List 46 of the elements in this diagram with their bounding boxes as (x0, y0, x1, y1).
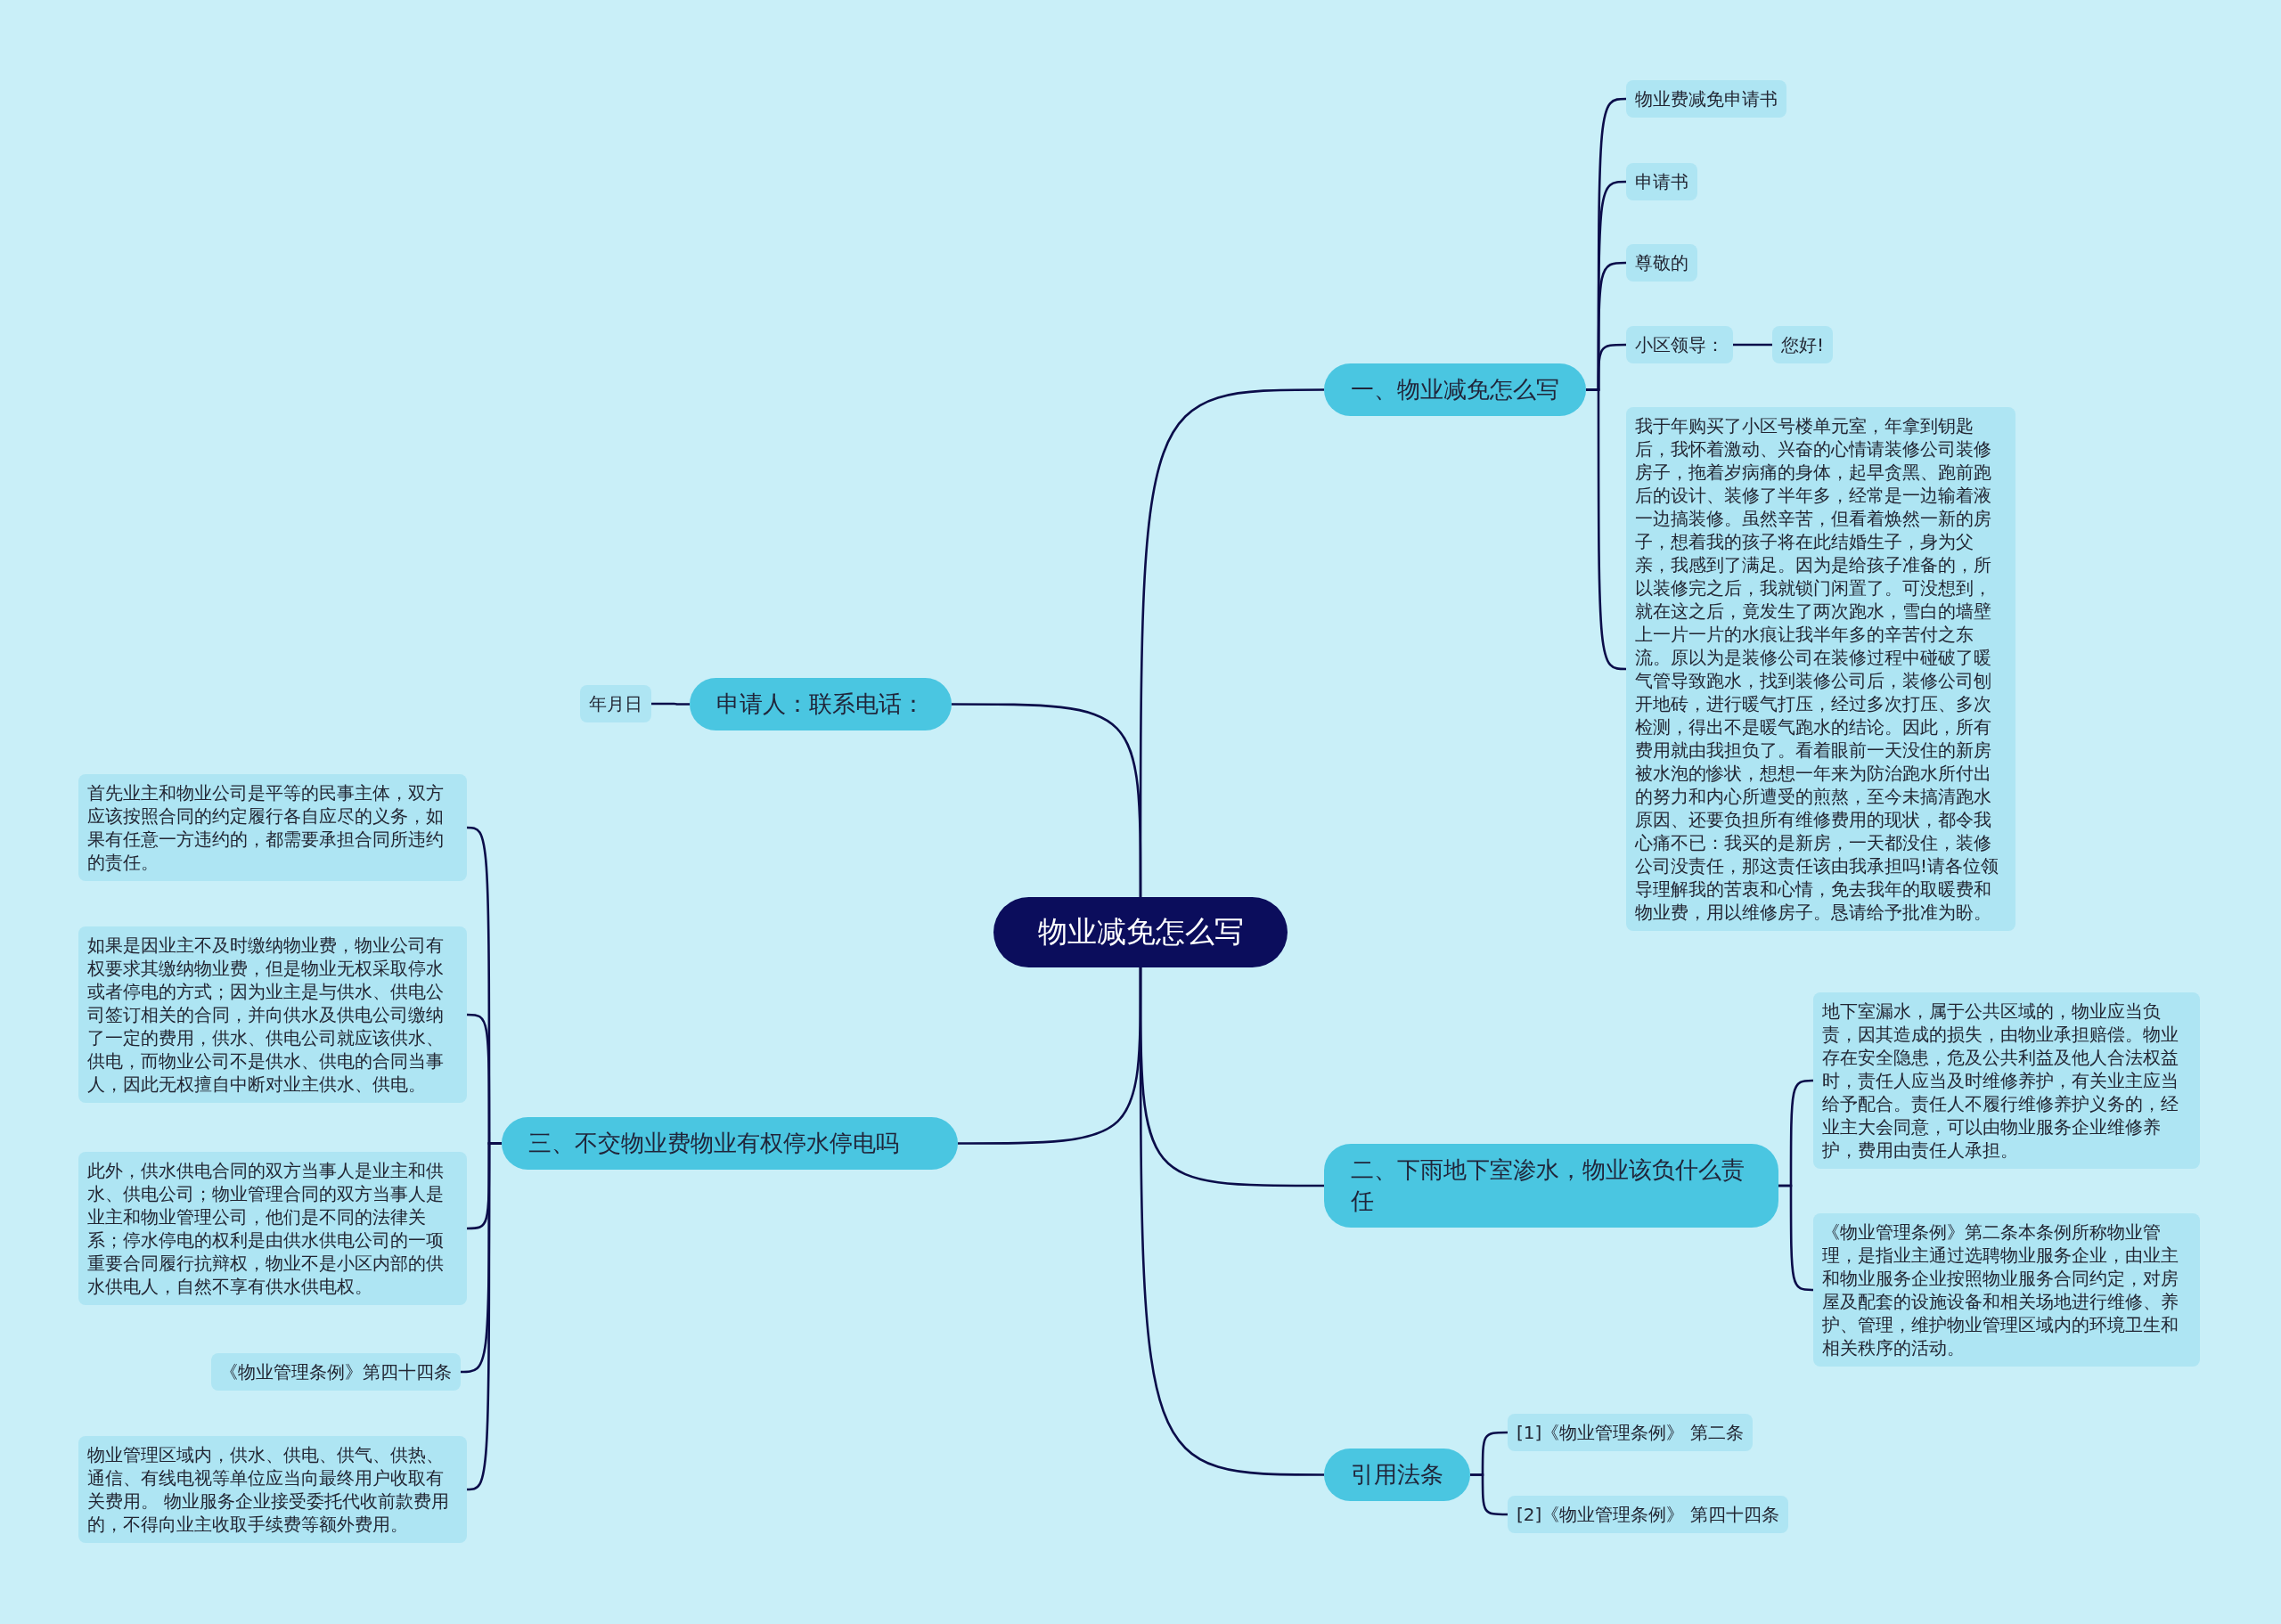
topic-text: 物业管理区域内，供水、供电、供气、供热、通信、有线电视等单位应当向最终用户收取有关费用。 物业服务企业接受委托代收前款费用的，不得向业主收取手续费等额外费用。 (87, 1443, 451, 1536)
connector-line (651, 702, 690, 706)
topic-text: 二、下雨地下室渗水，物业该负什么责任 (1351, 1155, 1745, 1217)
leaf-topic (78, 774, 467, 881)
leaf-topic (1508, 1496, 1788, 1533)
topic-text: 尊敬的 (1635, 251, 1688, 274)
leaf-topic (1626, 326, 1733, 363)
leaf-topic (78, 1152, 467, 1305)
leaf-topic (1772, 326, 1834, 363)
connector-line (1470, 1473, 1508, 1516)
topic-text: 首先业主和物业公司是平等的民事主体，双方应该按照合同的约定履行各自应尽的义务，如果有任意一方违约的，都需要承担合同所违约的责任。 (87, 781, 445, 874)
topic-text: [1]《物业管理条例》 第二条 (1517, 1421, 1744, 1444)
topic-text: 物业费减免申请书 (1635, 87, 1778, 110)
leaf-topic (1626, 80, 1786, 118)
leaf-topic (1626, 244, 1697, 282)
connector-line (1778, 1184, 1813, 1292)
topic-text: 《物业管理条例》第二条本条例所称物业管理，是指业主通过选聘物业服务企业，由业主和物业服务企业按照物业服务合同约定，对房屋及配套的设施设备和相关场地进行维修、养护、管理，维护物业管理区域内的环境卫生和相关秩序的活动。 (1822, 1220, 2179, 1359)
topic-text: 您好! (1781, 333, 1825, 356)
leaf-topic (78, 926, 467, 1103)
topic-text: 申请书 (1635, 170, 1688, 193)
connector-line (466, 1142, 502, 1491)
topic-text: [2]《物业管理条例》 第四十四条 (1517, 1503, 1779, 1526)
topic-text: 三、不交物业费物业有权停水停电吗 (528, 1129, 900, 1158)
topic-text: 《物业管理条例》第四十四条 (220, 1360, 452, 1383)
topic-text: 此外，供水供电合同的双方当事人是业主和供水、供电公司；物业管理合同的双方当事人是业主和物业管理公司，他们是不同的法律关系；停水停电的权利是由供水供电公司的一项重要合同履行抗辩权，物业不是小区内部的供水供电人，自然不享有供水供电权。 (87, 1159, 445, 1298)
connector-line (1733, 343, 1772, 347)
topic-text: 引用法条 (1351, 1460, 1443, 1489)
connector-line (1586, 388, 1627, 671)
topic-text: 小区领导： (1635, 333, 1724, 356)
leaf-topic (78, 1436, 467, 1543)
branch-topic (1324, 1144, 1778, 1228)
topic-text: 地下室漏水，属于公共区域的，物业应当负责，因其造成的损失，由物业承担赔偿。物业存在安全隐患，危及公共利益及他人合法权益时，责任人应当及时维修养护，有关业主应当给予配合。责任人不履行维修养护义务的，经业主大会同意，可以由物业服务企业维修养护，费用由责任人承担。 (1822, 1000, 2179, 1162)
leaf-topic (1626, 163, 1697, 200)
connector-line (1139, 967, 1324, 1476)
topic-text: 申请人：联系电话： (716, 690, 925, 719)
connector-line (952, 703, 1142, 897)
leaf-topic (1508, 1414, 1753, 1451)
leaf-topic (1813, 1213, 2200, 1367)
leaf-topic (211, 1353, 461, 1391)
topic-text: 如果是因业主不及时缴纳物业费，物业公司有权要求其缴纳物业费，但是物业无权采取停水或者停电的方式；因为业主是与供水、供电公司签订相关的合同，并向供水及供电公司缴纳了一定的费用，供水、供电公司就应该供水、供电，而物业公司不是供水、供电的合同当事人，因此无权擅自中断对业主供水、供电。 (87, 934, 445, 1096)
topic-text: 我于年购买了小区号楼单元室，年拿到钥匙后，我怀着激动、兴奋的心情请装修公司装修房子，拖着岁病痛的身体，起早贪黑、跑前跑后的设计、装修了半年多，经常是一边输着液一边搞装修。虽然辛苦，但看着焕然一新的房子，想着我的孩子将在此结婚生子，身为父亲，我感到了满足。因为是给孩子准备的，所以装修完之后，我就锁门闲置了。可没想到，就在这之后，竟发生了两次跑水，雪白的墙壁上一片一片的水痕让我半年多的辛苦付之东流。原以为是装修公司在装修过程中碰破了暖气管导致跑水，找到装修公司后，装修公司刨开地砖，进行暖气打压，经过多次打压、多次检测，得出不是暖气跑水的结论。因此，所有费用就由我担负了。看着眼前一天没住的新房被水泡的惨状，想想一年来为防治跑水所付出的努力和内心所遭受的煎熬，至今未搞清跑水原因、还要负担所有维修费用的现状，都令我心痛不已：我买的是新房，一天都没住，装修公司没责任，那这责任该由我承担吗!请各位领导理解我的苦衷和心情，免去我年的取暖费和物业费，用以维修房子。恳请给予批准为盼。 (1635, 414, 2000, 924)
leaf-topic (580, 685, 651, 722)
topic-text: 一、物业减免怎么写 (1351, 375, 1559, 404)
topic-text: 物业减免怎么写 (1036, 913, 1245, 951)
topic-text: 年月日 (589, 692, 642, 715)
leaf-topic (1813, 992, 2200, 1169)
